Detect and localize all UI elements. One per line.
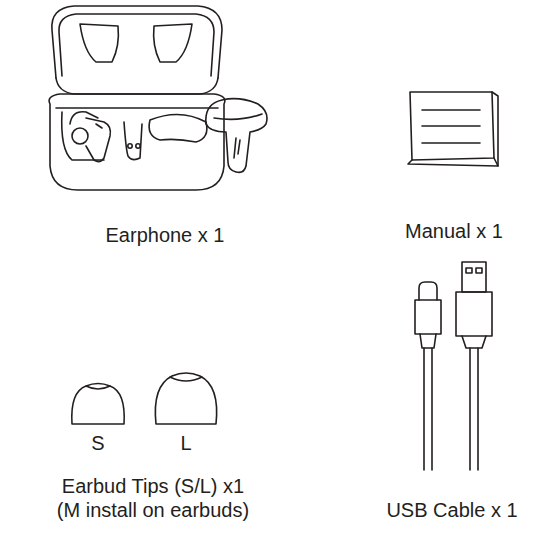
earbud-tip-small [72,384,124,425]
earbud [206,99,267,173]
manual [408,92,498,166]
item-caption: (M install on earbuds) [57,499,249,522]
item-caption: Earphone x 1 [106,224,225,247]
size-label: L [180,432,191,455]
usb-cable [415,262,492,470]
earbud-tip-large [155,373,216,424]
charging-case [49,6,225,190]
item-caption: Manual x 1 [405,220,503,243]
size-label: S [91,432,104,455]
item-caption: Earbud Tips (S/L) x1 [62,475,244,498]
item-caption: USB Cable x 1 [386,499,517,522]
